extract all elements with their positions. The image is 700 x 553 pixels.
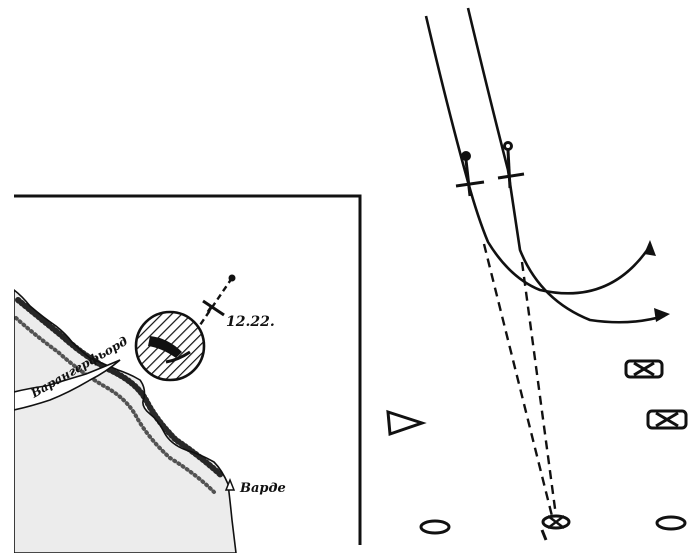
triangle-icon <box>386 409 427 437</box>
coastline <box>14 288 237 553</box>
town-marker <box>224 477 236 491</box>
inset-map: Варангерфьорд 12.22. Варде <box>14 194 362 553</box>
torpedo-tracks <box>482 243 558 517</box>
track-left <box>424 15 652 295</box>
aircraft-icon <box>228 274 236 282</box>
crossed-box-icon <box>624 359 664 379</box>
town-label: Варде <box>239 481 286 496</box>
time-label: 12.22. <box>226 314 275 330</box>
aircraft-marker <box>197 274 236 329</box>
oval-icon <box>419 519 451 535</box>
arrowhead-icon <box>654 308 670 322</box>
oval-icon <box>540 514 571 541</box>
crossed-box-icon <box>646 409 688 430</box>
coast-stipple <box>14 316 216 494</box>
fjord-inlet <box>14 359 121 411</box>
coast-stipple <box>15 297 225 479</box>
arrowhead-icon <box>644 240 656 256</box>
ship-marker-right <box>497 141 525 189</box>
inset-frame <box>14 194 362 545</box>
track-right <box>466 7 665 324</box>
oval-icon <box>655 515 687 531</box>
attack-zone <box>134 310 206 382</box>
ship-marker-left <box>455 151 485 197</box>
ship-tracks <box>424 7 665 324</box>
